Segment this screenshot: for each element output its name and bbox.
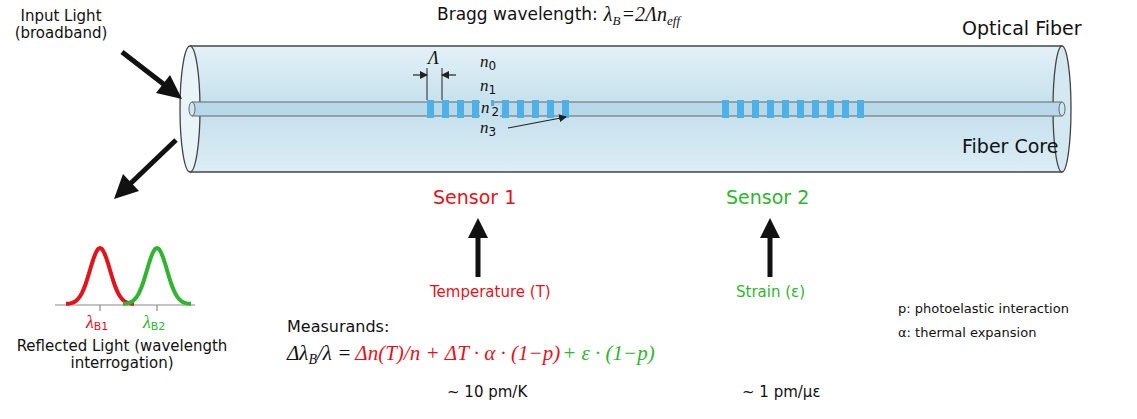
peak-subscript: B2: [151, 321, 166, 334]
formula-term: Δn(T)/n + ΔT · α · (1−p): [355, 341, 560, 365]
index-label: n: [480, 118, 489, 138]
formula-caption: Bragg wavelength:: [437, 5, 598, 25]
measurand-arrow: [760, 218, 780, 238]
formula-subscript: eff: [667, 14, 680, 29]
sensor-label: Sensor 2: [726, 187, 809, 209]
index-subscript: 0: [489, 60, 497, 74]
index-subscript: 2: [491, 106, 501, 120]
peak-label: λ: [143, 312, 151, 333]
pointer-arrow: [508, 117, 566, 128]
input-arrow: [156, 75, 182, 99]
formula-symbol: λ: [604, 3, 613, 26]
formula-subscript: B: [308, 352, 317, 368]
fiber-core: [192, 102, 1062, 116]
peak-subscript: B1: [94, 321, 109, 334]
sensor-label: Sensor 1: [433, 187, 516, 209]
measurand-name: Strain (ε): [736, 284, 805, 301]
index-subscript: 1: [489, 84, 497, 98]
formula-symbol: =2Λn: [621, 3, 667, 26]
sensitivity-value: ~ 1 pm/με: [742, 384, 821, 401]
index-label: n: [480, 76, 489, 96]
output-label: Reflected Light (wavelength interrogatio…: [4, 338, 240, 373]
part-name: Fiber Core: [962, 136, 1058, 158]
period-label: Λ: [428, 48, 439, 69]
symbol-note: α: thermal expansion: [898, 326, 1036, 341]
part-name: Optical Fiber: [962, 18, 1082, 40]
measurand-name: Temperature (T): [430, 284, 551, 301]
index-label: n: [480, 98, 491, 118]
peak-label: λ: [86, 312, 94, 333]
formula-subscript: B: [612, 14, 620, 29]
reflection-peak: [123, 248, 191, 304]
symbol-note: p: photoelastic interaction: [898, 302, 1069, 317]
index-label: n: [480, 52, 489, 72]
reflection-peak: [66, 248, 134, 304]
fiber-cladding: [190, 46, 1062, 172]
output-arrow: [114, 174, 139, 199]
measurands-label: Measurands:: [287, 318, 389, 336]
index-subscript: 3: [489, 126, 497, 140]
formula-term: Δλ: [287, 341, 308, 365]
formula-term: + ε · (1−p): [562, 341, 655, 365]
input-label: Input Light (broadband): [2, 8, 120, 43]
formula-term: /λ =: [317, 341, 351, 365]
sensitivity-value: ~ 10 pm/K: [447, 384, 527, 401]
measurand-arrow: [468, 218, 488, 238]
